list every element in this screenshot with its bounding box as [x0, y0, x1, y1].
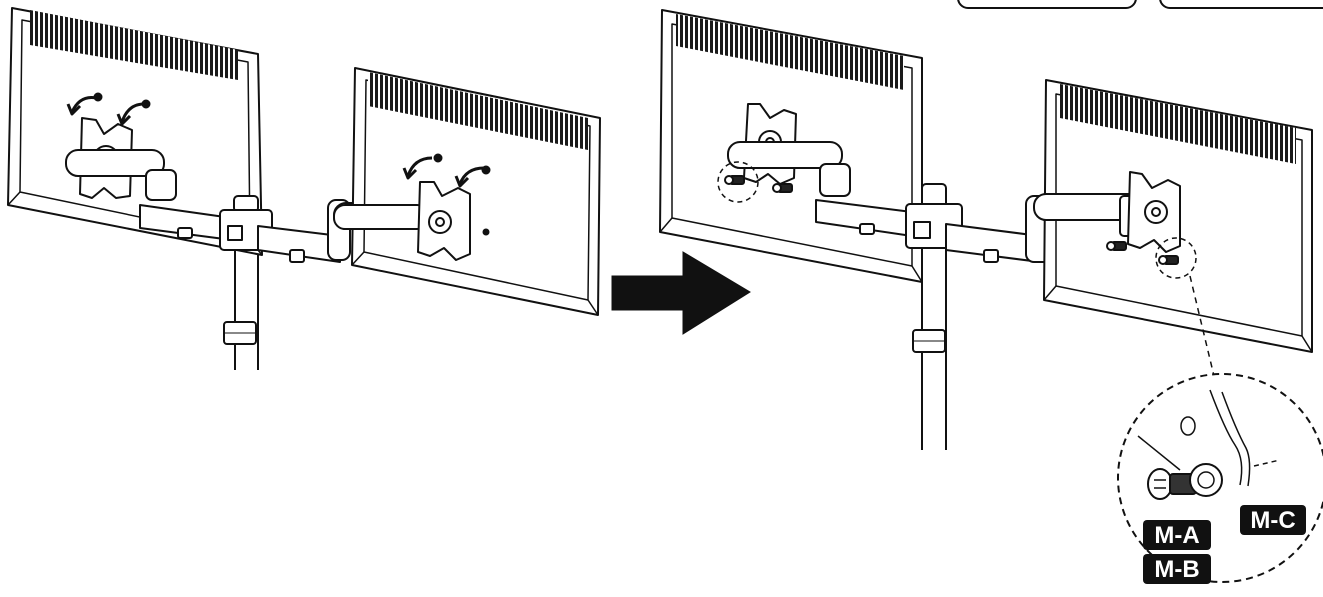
- screw-detail-right: [1106, 237, 1197, 279]
- left-pole-head: [219, 195, 273, 251]
- screw-icon: [772, 183, 793, 193]
- screw-detail-left: [717, 161, 793, 203]
- left-arm-1: [65, 149, 233, 241]
- label-m-a-text: M-A: [1154, 522, 1199, 549]
- vent-strip: [368, 72, 588, 150]
- washer-icon: [1189, 463, 1223, 497]
- left-arm-2: [727, 141, 913, 237]
- callout-magnified-detail: [1117, 373, 1323, 583]
- right-monitor-1: [351, 67, 601, 316]
- top-frame-right: [1159, 0, 1323, 9]
- label-m-b-text: M-B: [1154, 556, 1199, 583]
- vent-strip: [1060, 84, 1296, 164]
- screw-icon: [1158, 255, 1179, 265]
- screw-direction-arrows-2: [402, 153, 491, 236]
- right-assembly: M-A M-B M-C: [659, 9, 1323, 584]
- left-monitor-1: [7, 7, 263, 256]
- label-m-c: M-C: [1240, 505, 1306, 535]
- right-arm-front-1: [333, 204, 429, 230]
- screw-icon: [724, 175, 745, 185]
- label-m-a: M-A: [1143, 520, 1211, 550]
- screw-head-icon: [1147, 468, 1173, 500]
- transition-arrow: [611, 251, 751, 335]
- screw-direction-arrows-1: [66, 92, 151, 126]
- screw-icon: [1106, 241, 1127, 251]
- label-m-c-text: M-C: [1250, 507, 1295, 534]
- vent-strip: [30, 10, 238, 80]
- vent-strip: [676, 14, 904, 90]
- left-assembly: [7, 7, 601, 370]
- right-vesa-plate-2: [1127, 171, 1181, 253]
- right-vesa-plate-1: [417, 181, 471, 261]
- label-m-b: M-B: [1143, 554, 1211, 584]
- top-frame-left: [957, 0, 1137, 9]
